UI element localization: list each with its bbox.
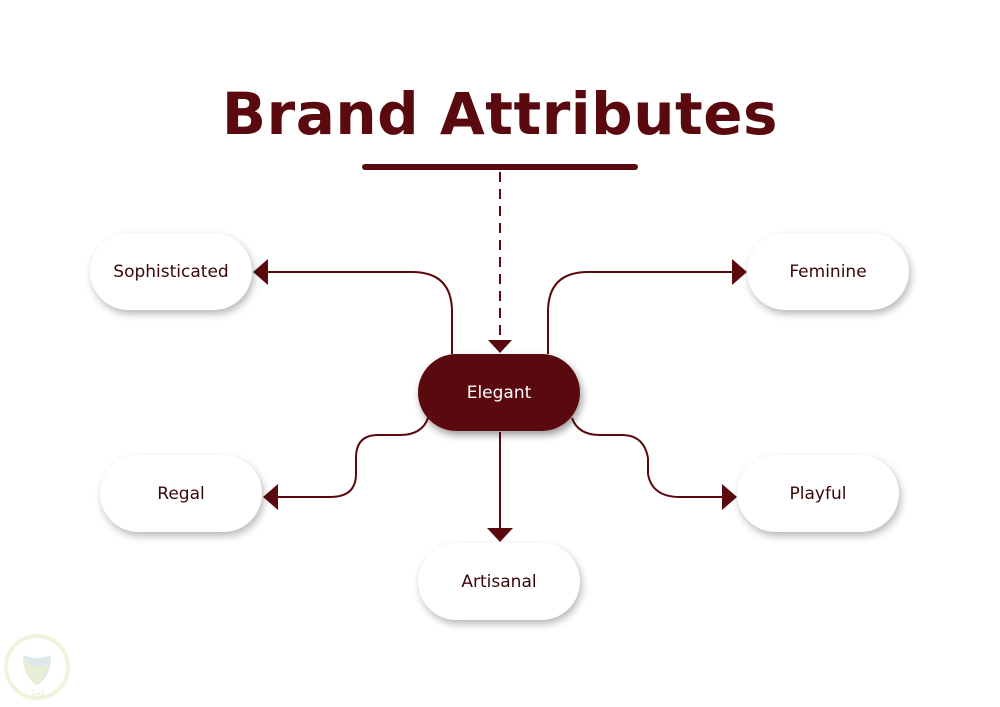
connector-regal [278, 417, 429, 498]
node-playful: Playful [737, 455, 899, 532]
node-artisanal: Artisanal [418, 543, 580, 620]
connector-playful [571, 417, 722, 498]
connector-sophisticated [268, 271, 453, 354]
node-feminine: Feminine [747, 233, 909, 310]
arrow-head-regal [263, 484, 278, 510]
title-underline [362, 164, 638, 170]
node-regal: Regal [100, 455, 262, 532]
arrow-head-playful [722, 484, 737, 510]
arrow-head-artisanal [487, 528, 513, 542]
watermark-text: كفيل [29, 688, 46, 697]
arrow-head-sophisticated [253, 259, 268, 285]
arrow-head-center [488, 340, 512, 353]
arrow-head-feminine [732, 259, 747, 285]
connector-feminine [547, 271, 732, 354]
node-elegant: Elegant [418, 354, 580, 431]
watermark-logo: كفيل [4, 634, 70, 700]
node-sophisticated: Sophisticated [90, 233, 252, 310]
diagram-title: Brand Attributes [221, 80, 779, 148]
